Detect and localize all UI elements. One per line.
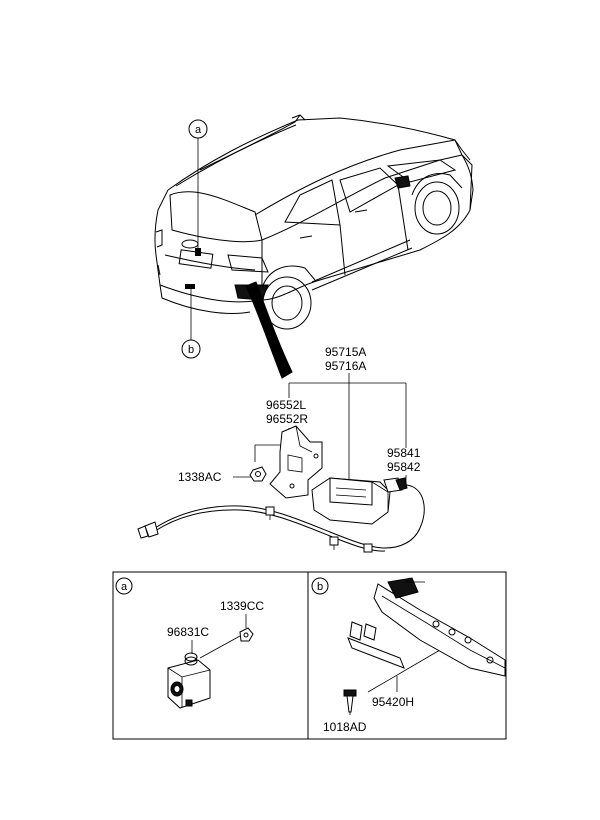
label-1018AD: 1018AD — [323, 720, 367, 734]
connector-95841 — [383, 477, 408, 493]
sensor-96831C — [167, 652, 211, 709]
screw-1018AD — [343, 689, 357, 713]
label-96552R: 96552R — [266, 412, 308, 426]
detail-a: a 1339CC 96831C — [115, 577, 264, 709]
bracket-96552 — [269, 425, 323, 499]
detail-b-tag: b — [317, 581, 323, 593]
part-labels: 95715A 95716A 96552L 96552R 95841 95842 … — [178, 345, 421, 484]
detail-panels — [112, 571, 507, 740]
callout-a-label: a — [195, 124, 202, 136]
location-arrow — [245, 281, 293, 379]
label-95842: 95842 — [387, 460, 421, 474]
label-95420H: 95420H — [372, 695, 414, 709]
label-95715A: 95715A — [325, 345, 366, 359]
vehicle-illustration — [154, 114, 474, 379]
label-95716A: 95716A — [325, 359, 366, 373]
label-1338AC: 1338AC — [178, 470, 222, 484]
label-1339CC: 1339CC — [220, 599, 264, 613]
detail-frame — [112, 571, 507, 740]
callout-a-vehicle: a — [188, 119, 208, 256]
callout-b-label: b — [188, 344, 194, 356]
wiring-harness — [137, 484, 425, 553]
nut-1338AC — [249, 466, 267, 482]
module-95715A — [311, 477, 391, 525]
label-95841: 95841 — [387, 446, 421, 460]
label-96831C: 96831C — [167, 625, 209, 639]
bracket-95420H — [347, 621, 405, 669]
detail-b: b 95420H 1018AD — [311, 577, 506, 734]
detail-a-tag: a — [121, 581, 128, 593]
label-96552L: 96552L — [266, 398, 306, 412]
bumper-beam — [373, 577, 506, 677]
callout-b-vehicle: b — [181, 284, 201, 359]
clip-1339CC — [239, 627, 254, 642]
